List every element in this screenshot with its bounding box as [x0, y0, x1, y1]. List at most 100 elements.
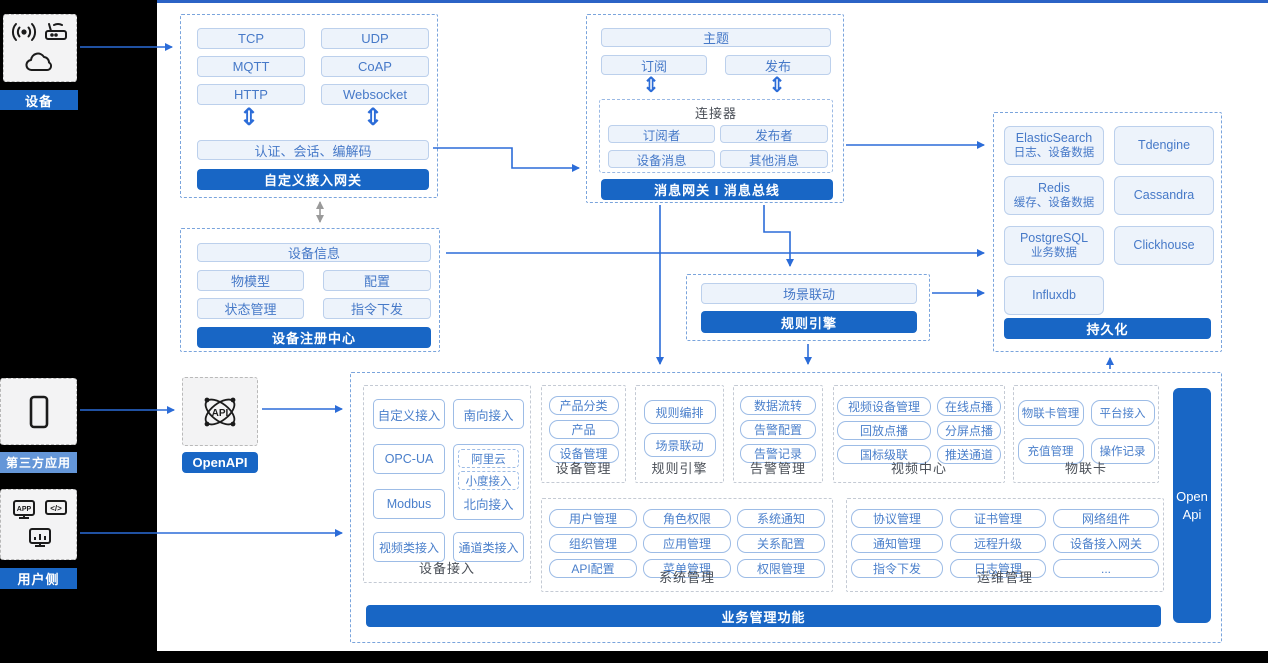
updown-arrow-icon: ⇕: [768, 73, 786, 97]
feature-item: 告警记录: [740, 444, 816, 463]
video-list: 视频设备管理在线点播回放点播分屏点播国标级联推送通道: [834, 397, 1004, 464]
feature-item: 通知管理: [851, 534, 943, 553]
message-bus-box: 主题 订阅 发布 ⇕ ⇕ 连接器 订阅者发布者设备消息其他消息 消息网关 I 消…: [586, 14, 844, 203]
datastore-box: ElasticSearch 日志、设备数据: [1004, 126, 1104, 165]
section-title: 设备管理: [555, 461, 612, 476]
datastore-name: ElasticSearch: [1015, 130, 1093, 145]
connector-item: 发布者: [720, 125, 828, 143]
datastore-desc: 业务数据: [1031, 247, 1077, 260]
datastore-name: PostgreSQL: [1019, 230, 1089, 245]
open-api-bar: Open Api: [1173, 388, 1211, 623]
feature-item: 自定义接入: [373, 399, 445, 429]
feature-item: 南向接入: [453, 399, 524, 429]
feature-item: API配置: [549, 559, 637, 578]
feature-item: 组织管理: [549, 534, 637, 553]
feature-item: 关系配置: [737, 534, 825, 553]
connector-item: 订阅者: [608, 125, 715, 143]
alarm-list: 数据流转告警配置告警记录: [734, 396, 822, 463]
publish-box: 发布: [725, 55, 831, 75]
phone-icon: [29, 395, 48, 428]
feature-item: ...: [1053, 559, 1159, 578]
updown-arrow-icon: ⇕: [362, 103, 384, 131]
device-icons-box: [3, 14, 77, 82]
section-title: 运维管理: [976, 570, 1033, 585]
feature-item: 应用管理: [643, 534, 731, 553]
feature-item: 平台接入: [1090, 400, 1155, 426]
connector-item: 设备消息: [608, 150, 715, 168]
registry-grid: 物模型配置状态管理指令下发: [197, 270, 431, 319]
subscribe-box: 订阅: [601, 55, 707, 75]
feature-item: 设备管理: [548, 444, 619, 463]
feature-item: 产品: [548, 420, 619, 439]
third-party-icons-box: [0, 378, 77, 445]
code-window-icon: </>: [44, 499, 67, 515]
registry-item: 指令下发: [323, 298, 431, 319]
feature-item: 远程升级: [950, 534, 1046, 553]
device-side-label: 设备: [0, 90, 78, 110]
feature-item: 充值管理: [1017, 438, 1084, 464]
connector-box: 连接器 订阅者发布者设备消息其他消息: [599, 99, 833, 173]
datastore-box: PostgreSQL 业务数据: [1004, 226, 1104, 265]
router-icon: [45, 23, 67, 40]
openapi-icon-box: API: [182, 377, 258, 446]
persistence-title-bar: 持久化: [1004, 318, 1211, 339]
rule-engine-title-bar: 规则引擎: [701, 311, 917, 333]
feature-item: 在线点播: [937, 397, 1001, 416]
datastore-name: Clickhouse: [1133, 237, 1195, 252]
datastore-name: Redis: [1038, 180, 1070, 195]
feature-item: 权限管理: [737, 559, 825, 578]
datastore-box: Influxdb: [1004, 276, 1104, 315]
feature-item: 推送通道: [937, 445, 1001, 464]
feature-item: 网络组件: [1053, 509, 1159, 528]
user-side-label: 用户侧: [0, 568, 77, 589]
feature-item: 用户管理: [549, 509, 637, 528]
feature-item: 数据流转: [740, 396, 816, 415]
protocol-box: CoAP: [321, 56, 429, 77]
device-registry-box: 设备信息 物模型配置状态管理指令下发 设备注册中心: [180, 228, 440, 352]
section-title: 告警管理: [749, 461, 806, 476]
custom-gateway-title-bar: 自定义接入网关: [197, 169, 429, 190]
business-title-bar: 业务管理功能: [366, 605, 1161, 627]
updown-arrow-icon: ⇕: [238, 103, 260, 131]
feature-item: 操作记录: [1090, 438, 1155, 464]
section-title: 系统管理: [658, 570, 715, 585]
feature-item: 告警配置: [740, 420, 816, 439]
api-atom-icon: API: [204, 397, 236, 426]
ops-list: 协议管理证书管理网络组件通知管理远程升级设备接入网关指令下发日志管理...: [847, 509, 1163, 578]
protocol-box: UDP: [321, 28, 429, 49]
svg-text:API: API: [212, 408, 229, 419]
svg-text:APP: APP: [16, 506, 31, 513]
feature-item: 小度接入: [458, 471, 519, 490]
user-side-icons-box: APP </>: [0, 489, 77, 560]
device-registry-title-bar: 设备注册中心: [197, 327, 431, 348]
rule-engine-list: 规则编排场景联动: [636, 400, 723, 457]
protocol-box: TCP: [197, 28, 305, 49]
third-party-label: 第三方应用: [0, 452, 77, 473]
datastore-desc: 日志、设备数据: [1013, 147, 1095, 160]
section-device-mgmt: 产品分类产品设备管理 设备管理: [541, 385, 626, 483]
feature-item: 回放点播: [837, 421, 931, 440]
datastore-name: Tdengine: [1137, 137, 1191, 152]
iot-card-list: 物联卡管理平台接入充值管理操作记录: [1014, 400, 1158, 464]
device-icons: [12, 23, 67, 72]
connector-item: 其他消息: [720, 150, 828, 168]
protocol-box: Websocket: [321, 84, 429, 105]
feature-item: 指令下发: [851, 559, 943, 578]
section-title: 设备接入: [418, 561, 475, 576]
feature-item: 日志管理: [950, 559, 1046, 578]
registry-item: 配置: [323, 270, 431, 291]
user-side-icons: APP </>: [12, 499, 67, 547]
section-alarm: 数据流转告警配置告警记录 告警管理: [733, 385, 823, 483]
section-device-access: 自定义接入 南向接入 OPC-UA 阿里云 小度接入 北向接入 Modbus 视…: [363, 385, 531, 583]
message-bus-title-bar: 消息网关 I 消息总线: [601, 179, 833, 200]
section-ops: 协议管理证书管理网络组件通知管理远程升级设备接入网关指令下发日志管理... 运维…: [846, 498, 1164, 592]
feature-item: 证书管理: [950, 509, 1046, 528]
feature-item: 规则编排: [643, 400, 716, 424]
scene-linkage-box: 场景联动: [701, 283, 917, 304]
